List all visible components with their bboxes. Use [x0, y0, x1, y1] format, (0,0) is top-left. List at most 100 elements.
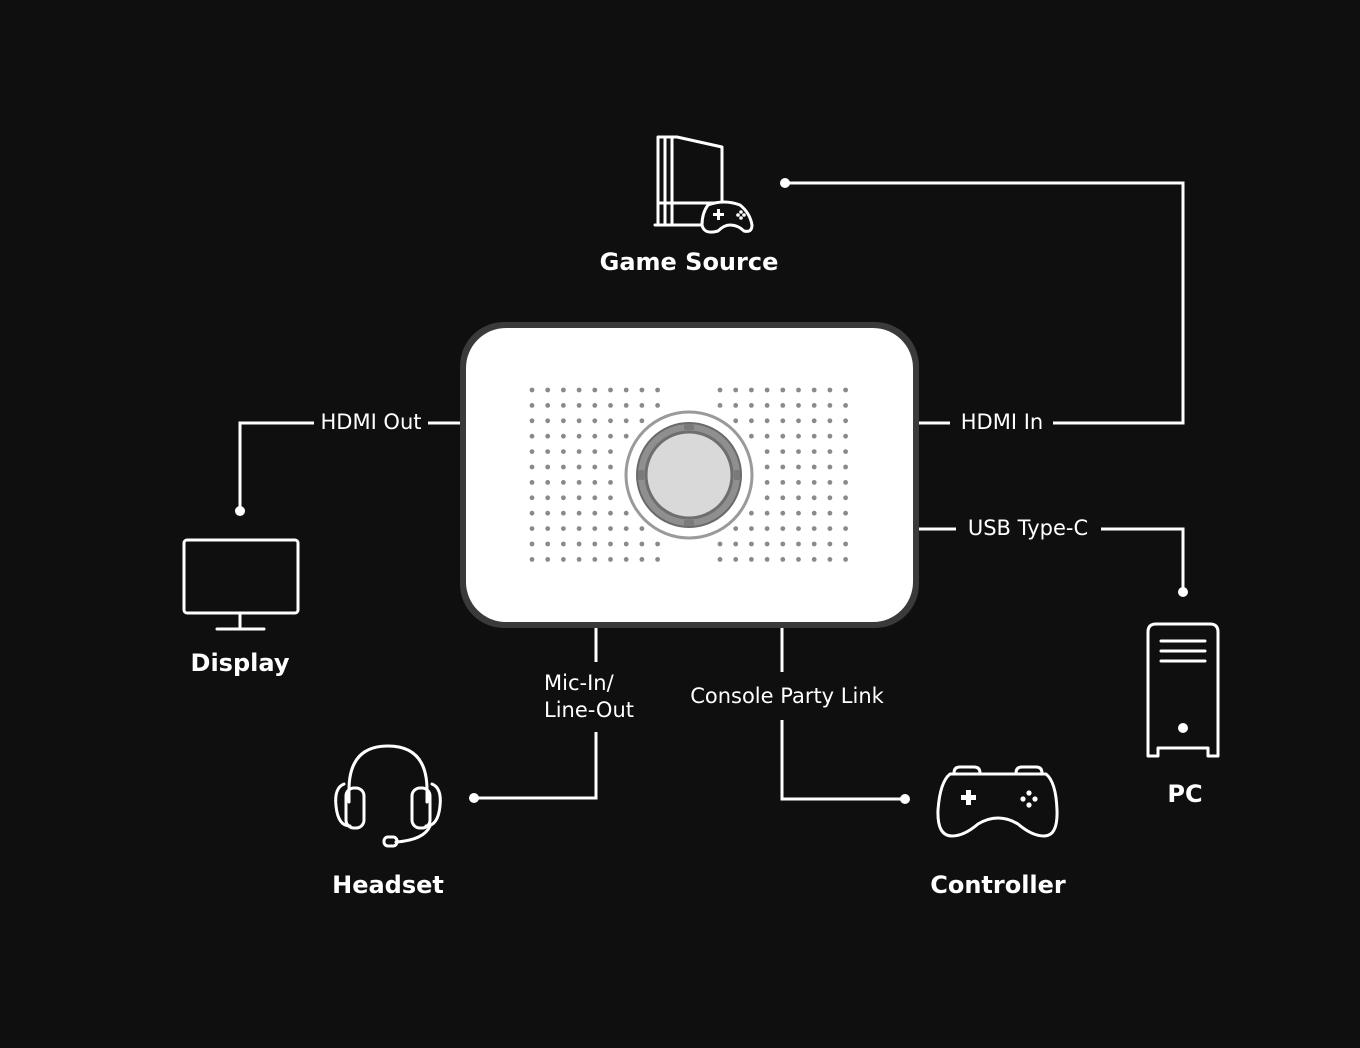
grille-dot: [811, 541, 817, 547]
grille-dot: [749, 557, 754, 562]
grille-dot: [717, 387, 723, 393]
grille-dot: [608, 557, 613, 562]
grille-dot: [608, 480, 613, 485]
grille-dot: [545, 526, 551, 531]
grille-dot: [717, 541, 723, 547]
grille-dot: [843, 449, 848, 454]
grille-dot: [639, 526, 645, 531]
mic-line-label-line2: Line-Out: [544, 698, 634, 722]
grille-dot: [529, 541, 535, 547]
grille-dot: [561, 495, 566, 501]
gamepad-icon: [936, 765, 1059, 838]
wire-hdmi-in: [785, 181, 1185, 425]
grille-dot: [529, 557, 535, 562]
grille-dot: [529, 526, 535, 531]
grille-dot: [764, 526, 770, 531]
headset-icon: [334, 744, 442, 848]
grille-dot: [545, 449, 551, 454]
dial-notches: [638, 424, 740, 526]
grille-dot: [780, 495, 786, 501]
grille-dot: [827, 495, 833, 501]
grille-dot: [796, 387, 801, 393]
grille-dot: [529, 495, 535, 501]
grille-dot: [811, 433, 817, 439]
grille-dot: [576, 433, 582, 439]
grille-dot: [764, 495, 770, 501]
grille-dot: [592, 480, 598, 485]
grille-dot: [827, 418, 833, 424]
grille-dot: [827, 510, 833, 516]
grille-dot: [764, 403, 770, 408]
monitor-icon: [182, 538, 300, 631]
wire-usb-c: [918, 527, 1185, 592]
grille-dot: [764, 449, 770, 454]
grille-dot: [827, 541, 833, 547]
grille-dot: [623, 418, 629, 424]
grille-dot: [843, 433, 848, 439]
grille-dot: [811, 403, 817, 408]
grille-dot: [796, 480, 801, 485]
grille-dot: [733, 557, 739, 562]
grille-dot: [811, 387, 817, 393]
wire-party-link: [780, 628, 905, 801]
grille-dot: [576, 464, 582, 470]
grille-dot: [843, 403, 848, 408]
grille-dot: [796, 557, 801, 562]
wires: [235, 178, 1188, 804]
grille-dot: [827, 480, 833, 485]
grille-dot: [545, 403, 551, 408]
grille-dot: [608, 387, 613, 393]
grille-dot: [733, 541, 739, 547]
grille-dot: [827, 464, 833, 470]
wire-usb-c-endpoint: [1178, 587, 1188, 597]
grille-dot: [592, 403, 598, 408]
grille-dot: [843, 387, 848, 393]
grille-dot: [749, 387, 754, 393]
mic-line-label-line1: Mic-In/: [544, 671, 615, 695]
grille-dot: [608, 433, 613, 439]
grille-dot: [576, 480, 582, 485]
wire-hdmi-out: [238, 421, 460, 511]
grille-dot: [561, 449, 566, 454]
grille-dot: [780, 433, 786, 439]
pc-tower-icon: [1146, 622, 1220, 758]
grille-dot: [827, 387, 833, 393]
dial-center: [644, 430, 734, 520]
grille-dot: [796, 449, 801, 454]
grille-dot: [561, 526, 566, 531]
hdmi-in-label: HDMI In: [961, 410, 1043, 434]
wire-mic-line-endpoint: [469, 793, 479, 803]
grille-dot: [592, 433, 598, 439]
grille-dot: [717, 557, 723, 562]
grille-dot: [529, 418, 535, 424]
grille-dot: [811, 418, 817, 424]
grille-dot: [608, 526, 613, 531]
console-icon: [653, 135, 754, 234]
grille-dot: [749, 418, 754, 424]
grille-dot: [843, 541, 848, 547]
grille-dot: [827, 403, 833, 408]
grille-dot: [576, 541, 582, 547]
grille-dot: [655, 541, 660, 547]
grille-dot: [796, 433, 801, 439]
grille-dot: [811, 510, 817, 516]
grille-dot: [811, 449, 817, 454]
grille-dot: [623, 403, 629, 408]
grille-dot: [608, 449, 613, 454]
grille-dot: [608, 510, 613, 516]
wire-party-link-endpoint: [900, 794, 910, 804]
grille-dot: [623, 526, 629, 531]
grille-dot: [639, 387, 645, 393]
grille-dot: [576, 403, 582, 408]
grille-dot: [561, 480, 566, 485]
grille-dot: [576, 557, 582, 562]
grille-dot: [843, 480, 848, 485]
grille-dot: [827, 526, 833, 531]
grille-dot: [592, 418, 598, 424]
grille-dot: [764, 541, 770, 547]
grille-dot: [780, 449, 786, 454]
display-label: Display: [191, 649, 290, 677]
grille-dot: [749, 541, 754, 547]
grille-dot: [561, 387, 566, 393]
wire-hdmi-out-endpoint: [235, 506, 245, 516]
